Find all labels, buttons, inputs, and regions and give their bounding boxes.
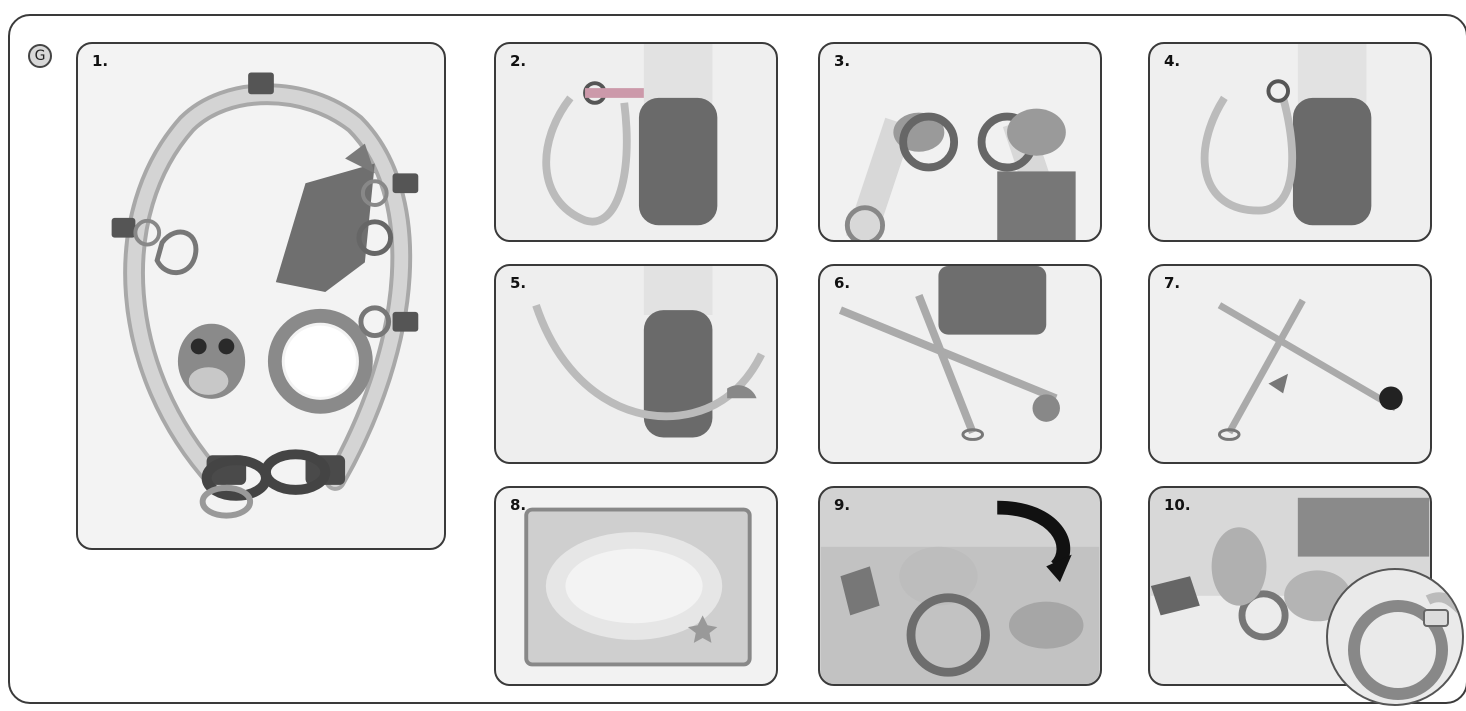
step-number: 8.	[510, 496, 526, 514]
step-panel-4: 4.	[1148, 42, 1432, 242]
step-panel-3: 3.	[818, 42, 1102, 242]
attach-ring-illustration	[820, 488, 1100, 684]
play-mat-illustration	[496, 488, 776, 684]
section-badge: G	[28, 44, 52, 68]
step-number: 7.	[1164, 274, 1180, 292]
step-number: 10.	[1164, 496, 1191, 514]
step-panel-1: 1.	[76, 42, 446, 550]
hands-connecting-rings-illustration	[820, 44, 1100, 240]
step-number: 1.	[92, 52, 108, 70]
kneeling-person-closed-arch-illustration	[1150, 44, 1430, 240]
step-number: 2.	[510, 52, 526, 70]
step-panel-5: 5.	[494, 264, 778, 464]
step-panel-6: 6.	[818, 264, 1102, 464]
step-panel-9: 9.	[818, 486, 1102, 686]
step-number: 9.	[834, 496, 850, 514]
play-arch-illustration	[78, 44, 444, 548]
step-number: 3.	[834, 52, 850, 70]
crossed-legs-illustration	[820, 266, 1100, 462]
ring-clip-detail-illustration	[1328, 570, 1464, 706]
kneeling-person-arch-illustration	[496, 44, 776, 240]
bending-arch-illustration	[496, 266, 776, 462]
step-panel-8: 8.	[494, 486, 778, 686]
step-number: 6.	[834, 274, 850, 292]
detail-zoom-circle	[1326, 568, 1464, 706]
assembled-frame-illustration	[1150, 266, 1430, 462]
step-number: 4.	[1164, 52, 1180, 70]
step-panel-2: 2.	[494, 42, 778, 242]
step-number: 5.	[510, 274, 526, 292]
step-panel-7: 7.	[1148, 264, 1432, 464]
